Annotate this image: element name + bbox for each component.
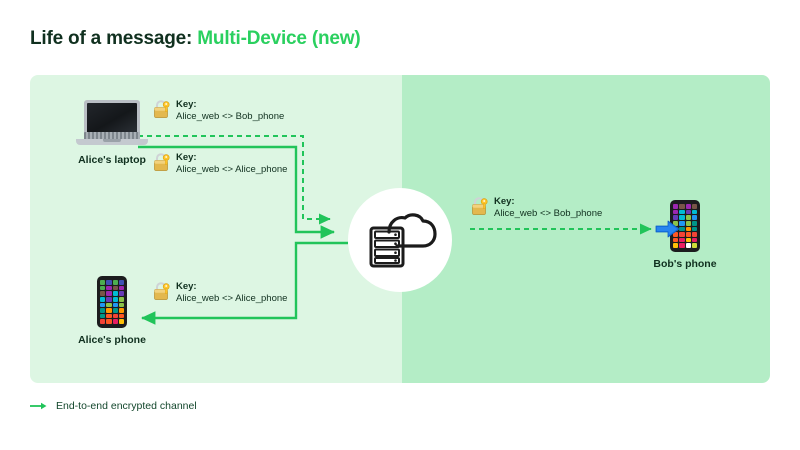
padlock-key-icon [154, 153, 170, 171]
smartphone-icon [97, 276, 127, 328]
legend: End-to-end encrypted channel [30, 400, 197, 412]
node-cloud-server[interactable] [348, 188, 452, 292]
key-label-title: Key: [176, 152, 197, 163]
panel-server-side [402, 75, 770, 383]
key-callout-server-bob: Key: Alice_web <> Bob_phone [470, 196, 602, 220]
key-label-title: Key: [176, 99, 197, 110]
padlock-key-icon [154, 100, 170, 118]
key-callout-laptop-alice: Key: Alice_web <> Alice_phone [152, 152, 287, 176]
key-label-value: Alice_web <> Alice_phone [176, 292, 288, 304]
arrow-right-icon [30, 402, 47, 410]
node-alice-phone[interactable]: Alice's phone [67, 276, 157, 346]
laptop-icon [76, 100, 148, 148]
page-title: Life of a message: Multi-Device (new) [30, 28, 361, 50]
phone-app-grid [100, 280, 124, 324]
node-alice-laptop[interactable]: Alice's laptop [62, 100, 162, 166]
connector-server-to-alice-phone [141, 241, 348, 325]
node-bob-phone[interactable]: Bob's phone [640, 200, 730, 270]
cloud-server-icon [369, 213, 437, 268]
connector-laptop-to-server-dashed [138, 135, 331, 225]
key-label-value: Alice_web <> Alice_phone [176, 163, 288, 175]
node-label-bob-phone: Bob's phone [653, 258, 717, 270]
page-title-main: Life of a message: [30, 28, 193, 49]
key-label-value: Alice_web <> Bob_phone [494, 207, 603, 219]
legend-label: End-to-end encrypted channel [56, 400, 197, 412]
connector-laptop-to-server-solid [138, 145, 335, 239]
node-label-alice-laptop: Alice's laptop [78, 154, 146, 166]
padlock-key-icon [472, 197, 488, 215]
key-callout-laptop-bob: Key: Alice_web <> Bob_phone [152, 99, 284, 123]
key-label-title: Key: [494, 196, 515, 207]
padlock-key-icon [154, 282, 170, 300]
page-title-accent: Multi-Device (new) [197, 28, 361, 49]
key-callout-server-alice: Key: Alice_web <> Alice_phone [152, 281, 287, 305]
key-label-title: Key: [176, 281, 197, 292]
arrow-right-blue-icon [655, 219, 681, 239]
node-label-alice-phone: Alice's phone [78, 334, 146, 346]
phone-app-grid [673, 204, 697, 248]
key-label-value: Alice_web <> Bob_phone [176, 110, 285, 122]
